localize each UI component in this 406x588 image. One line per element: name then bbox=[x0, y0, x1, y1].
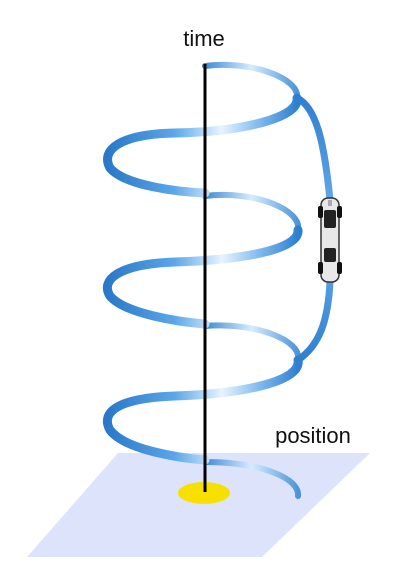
position-plane bbox=[27, 453, 370, 557]
origin-spot bbox=[178, 482, 230, 504]
helix-back-arcs bbox=[202, 61, 302, 499]
time-travel-path bbox=[293, 94, 334, 364]
position-label: position bbox=[275, 423, 351, 448]
car-icon bbox=[318, 197, 342, 283]
helix-front-ribbon bbox=[102, 93, 303, 465]
time-label: time bbox=[183, 26, 225, 51]
